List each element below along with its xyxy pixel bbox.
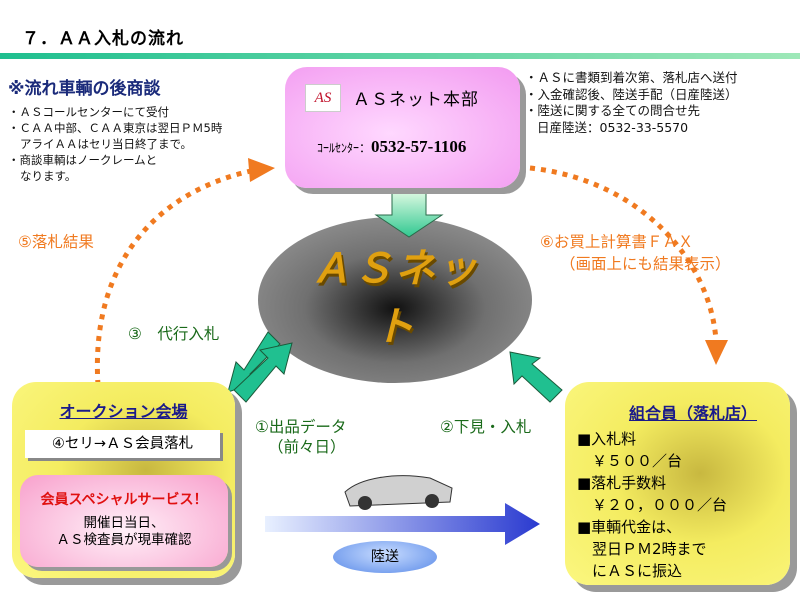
step-6-note: （画面上にも結果表示） (560, 255, 731, 273)
step-6: ⑥お買上計算書ＦＡＸ (540, 233, 694, 251)
special-line: 開催日当日、 (83, 515, 165, 531)
note-line: アライＡＡはセリ当日終了まで。 (20, 137, 193, 151)
step-5: ⑤落札結果 (18, 233, 94, 251)
member-title: 組合員（落札店） (628, 404, 757, 423)
hq-note: ・陸送に関する全ての問合せ先 (525, 103, 701, 118)
fee-line: 翌日ＰＭ2時まで (577, 540, 707, 558)
special-service: 会員スペシャルサービス！ 開催日当日、 ＡＳ検査員が現車確認 (20, 475, 228, 567)
member-dealer: 組合員（落札店） ■入札料 ￥５００／台 ■落札手数料 ￥２０，０００／台 ■車… (565, 382, 790, 585)
as-logo: AS (305, 84, 341, 112)
page-title: ７．ＡＡ入札の流れ (22, 29, 184, 49)
note-heading: ※流れ車輌の後商談 (8, 79, 161, 99)
step-3: ③ 代行入札 (128, 325, 220, 343)
note-line: ・ＡＳコールセンターにて受付 (8, 105, 169, 119)
hq-notes: ・ＡＳに書類到着次第、落札店へ送付 ・入金確認後、陸送手配（日産陸送） ・陸送に… (525, 70, 738, 136)
note-list: ・ＡＳコールセンターにて受付 ・ＣＡＡ中部、ＣＡＡ東京は翌日ＰＭ5時 アライＡＡ… (8, 104, 222, 184)
as-net-headquarters: AS ＡＳネット本部 ｺｰﾙｾﾝﾀｰ：0532-57-1106 (285, 67, 520, 188)
hq-note: ・入金確認後、陸送手配（日産陸送） (525, 86, 738, 102)
note-line: なります。 (20, 169, 77, 183)
hq-note: ・ＡＳに書類到着次第、落札店へ送付 (525, 70, 738, 85)
green-arrow-listing (233, 342, 293, 403)
arrowhead (705, 340, 728, 365)
step-1-note: （前々日） (268, 438, 346, 456)
hq-note: 日産陸送：0532-33-5570 (537, 119, 689, 135)
green-arrow-bid (509, 351, 563, 403)
arrowhead (248, 158, 275, 182)
auction-venue: オークション会場 ④セリ→ＡＳ会員落札 会員スペシャルサービス！ 開催日当日、 … (12, 382, 235, 578)
dotted-arrow-result (94, 167, 256, 386)
title-divider (0, 53, 800, 59)
special-line: ＡＳ検査員が現車確認 (56, 532, 192, 548)
call-center-label: ｺｰﾙｾﾝﾀｰ： (317, 141, 372, 155)
fee-line: ■入札料 (577, 430, 637, 448)
hq-name: ＡＳネット本部 (353, 90, 479, 110)
fee-line: ■車輌代金は、 (577, 518, 682, 536)
note-line: ・ＣＡＡ中部、ＣＡＡ東京は翌日ＰＭ5時 (8, 121, 223, 135)
call-center-phone: 0532-57-1106 (371, 137, 467, 156)
call-center: ｺｰﾙｾﾝﾀｰ：0532-57-1106 (317, 137, 466, 157)
auction-title: オークション会場 (59, 402, 188, 421)
fee-line: ￥５００／台 (577, 452, 683, 470)
note-line: ・商談車輌はノークレームと (8, 153, 158, 167)
as-net-label: ＡＳネット (311, 246, 479, 350)
down-arrow (374, 192, 444, 238)
step-2: ②下見・入札 (440, 418, 532, 436)
car-icon (344, 475, 453, 510)
as-net-hub (258, 217, 532, 383)
dotted-arrow-fax (529, 165, 719, 341)
special-title: 会員スペシャルサービス！ (40, 492, 208, 508)
fee-line: ■落札手数料 (577, 474, 667, 492)
transport-arrow (265, 503, 540, 545)
fee-line: ￥２０，０００／台 (577, 496, 728, 514)
step-1: ①出品データ (255, 418, 347, 436)
fee-line: にＡＳに振込 (577, 562, 683, 580)
transport-label: 陸送 (333, 541, 437, 573)
step-4: ④セリ→ＡＳ会員落札 (25, 430, 220, 458)
member-fees: ■入札料 ￥５００／台 ■落札手数料 ￥２０，０００／台 ■車輌代金は、 翌日Ｐ… (577, 428, 727, 582)
